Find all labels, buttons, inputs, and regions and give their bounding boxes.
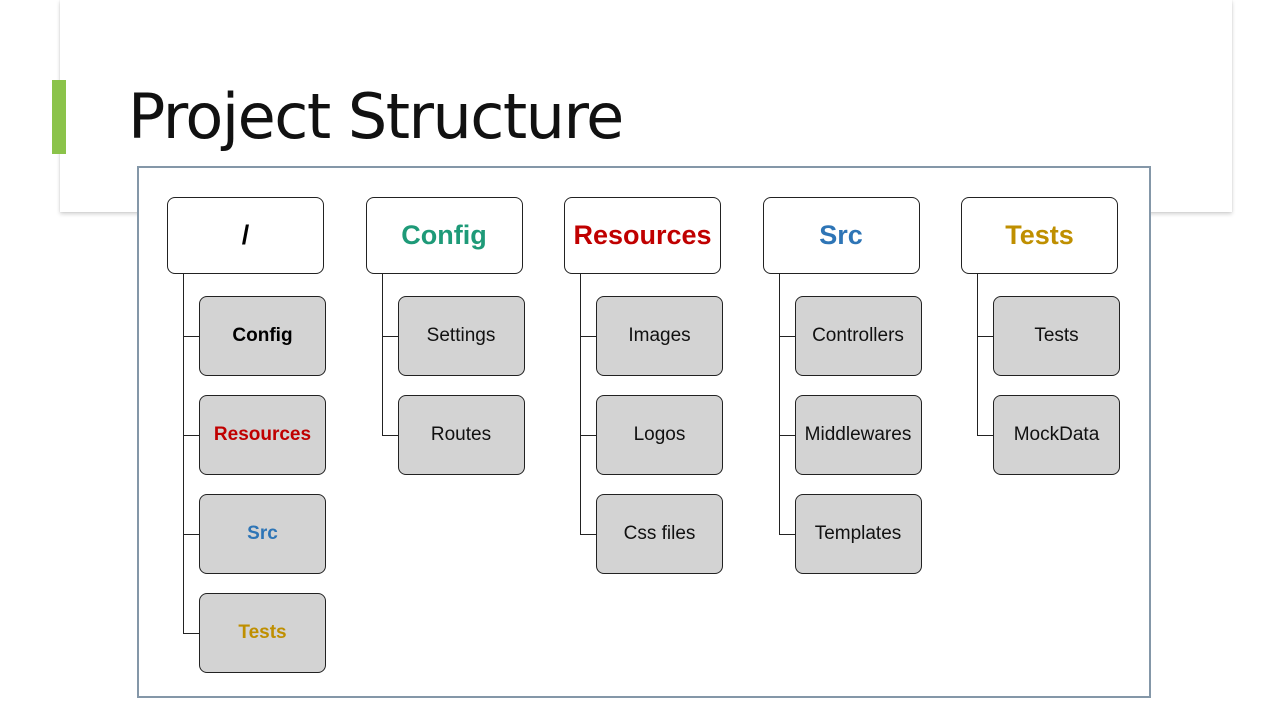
node-config-header: Config [365, 197, 523, 274]
node-root-child-src: Src [199, 494, 326, 574]
tree-connector-branch [183, 435, 199, 436]
node-src-child-controllers: Controllers [794, 296, 922, 376]
node-tests-child-mockdata: MockData [993, 395, 1120, 475]
tree-connector-trunk [977, 274, 978, 435]
tree-connector-trunk [381, 274, 383, 435]
tree-connector-branch [580, 435, 596, 436]
tree-connector-branch [580, 336, 596, 337]
node-src-child-middlewares: Middlewares [794, 395, 922, 475]
node-root-child-resources: Resources [199, 395, 326, 475]
node-tests-header: Tests [961, 197, 1118, 274]
tree-connector-branch [183, 534, 199, 535]
node-root-child-config: Config [199, 296, 326, 376]
tree-connector-branch [381, 435, 398, 436]
node-root-child-tests: Tests [199, 593, 326, 673]
node-resources-header: Resources [564, 197, 721, 274]
tree-connector-branch [977, 435, 993, 436]
tree-connector-branch [778, 435, 795, 436]
tree-connector-branch [778, 534, 795, 535]
node-src-header: Src [762, 197, 920, 274]
tree-connector-trunk [580, 274, 581, 534]
node-resources-child-css-files: Css files [596, 494, 723, 574]
tree-connector-branch [183, 336, 199, 337]
title-accent-bar [52, 80, 66, 154]
tree-connector-branch [183, 633, 199, 634]
node-src-child-templates: Templates [794, 494, 922, 574]
node-root-header: / [167, 197, 324, 274]
tree-connector-branch [778, 336, 795, 337]
node-resources-child-images: Images [596, 296, 723, 376]
node-resources-child-logos: Logos [596, 395, 723, 475]
tree-connector-branch [381, 336, 398, 337]
slide-title: Project Structure [128, 80, 624, 153]
node-tests-child-tests: Tests [993, 296, 1120, 376]
tree-connector-trunk [183, 274, 184, 633]
node-config-child-routes: Routes [397, 395, 525, 475]
tree-connector-trunk [778, 274, 780, 534]
node-config-child-settings: Settings [397, 296, 525, 376]
tree-connector-branch [977, 336, 993, 337]
tree-connector-branch [580, 534, 596, 535]
